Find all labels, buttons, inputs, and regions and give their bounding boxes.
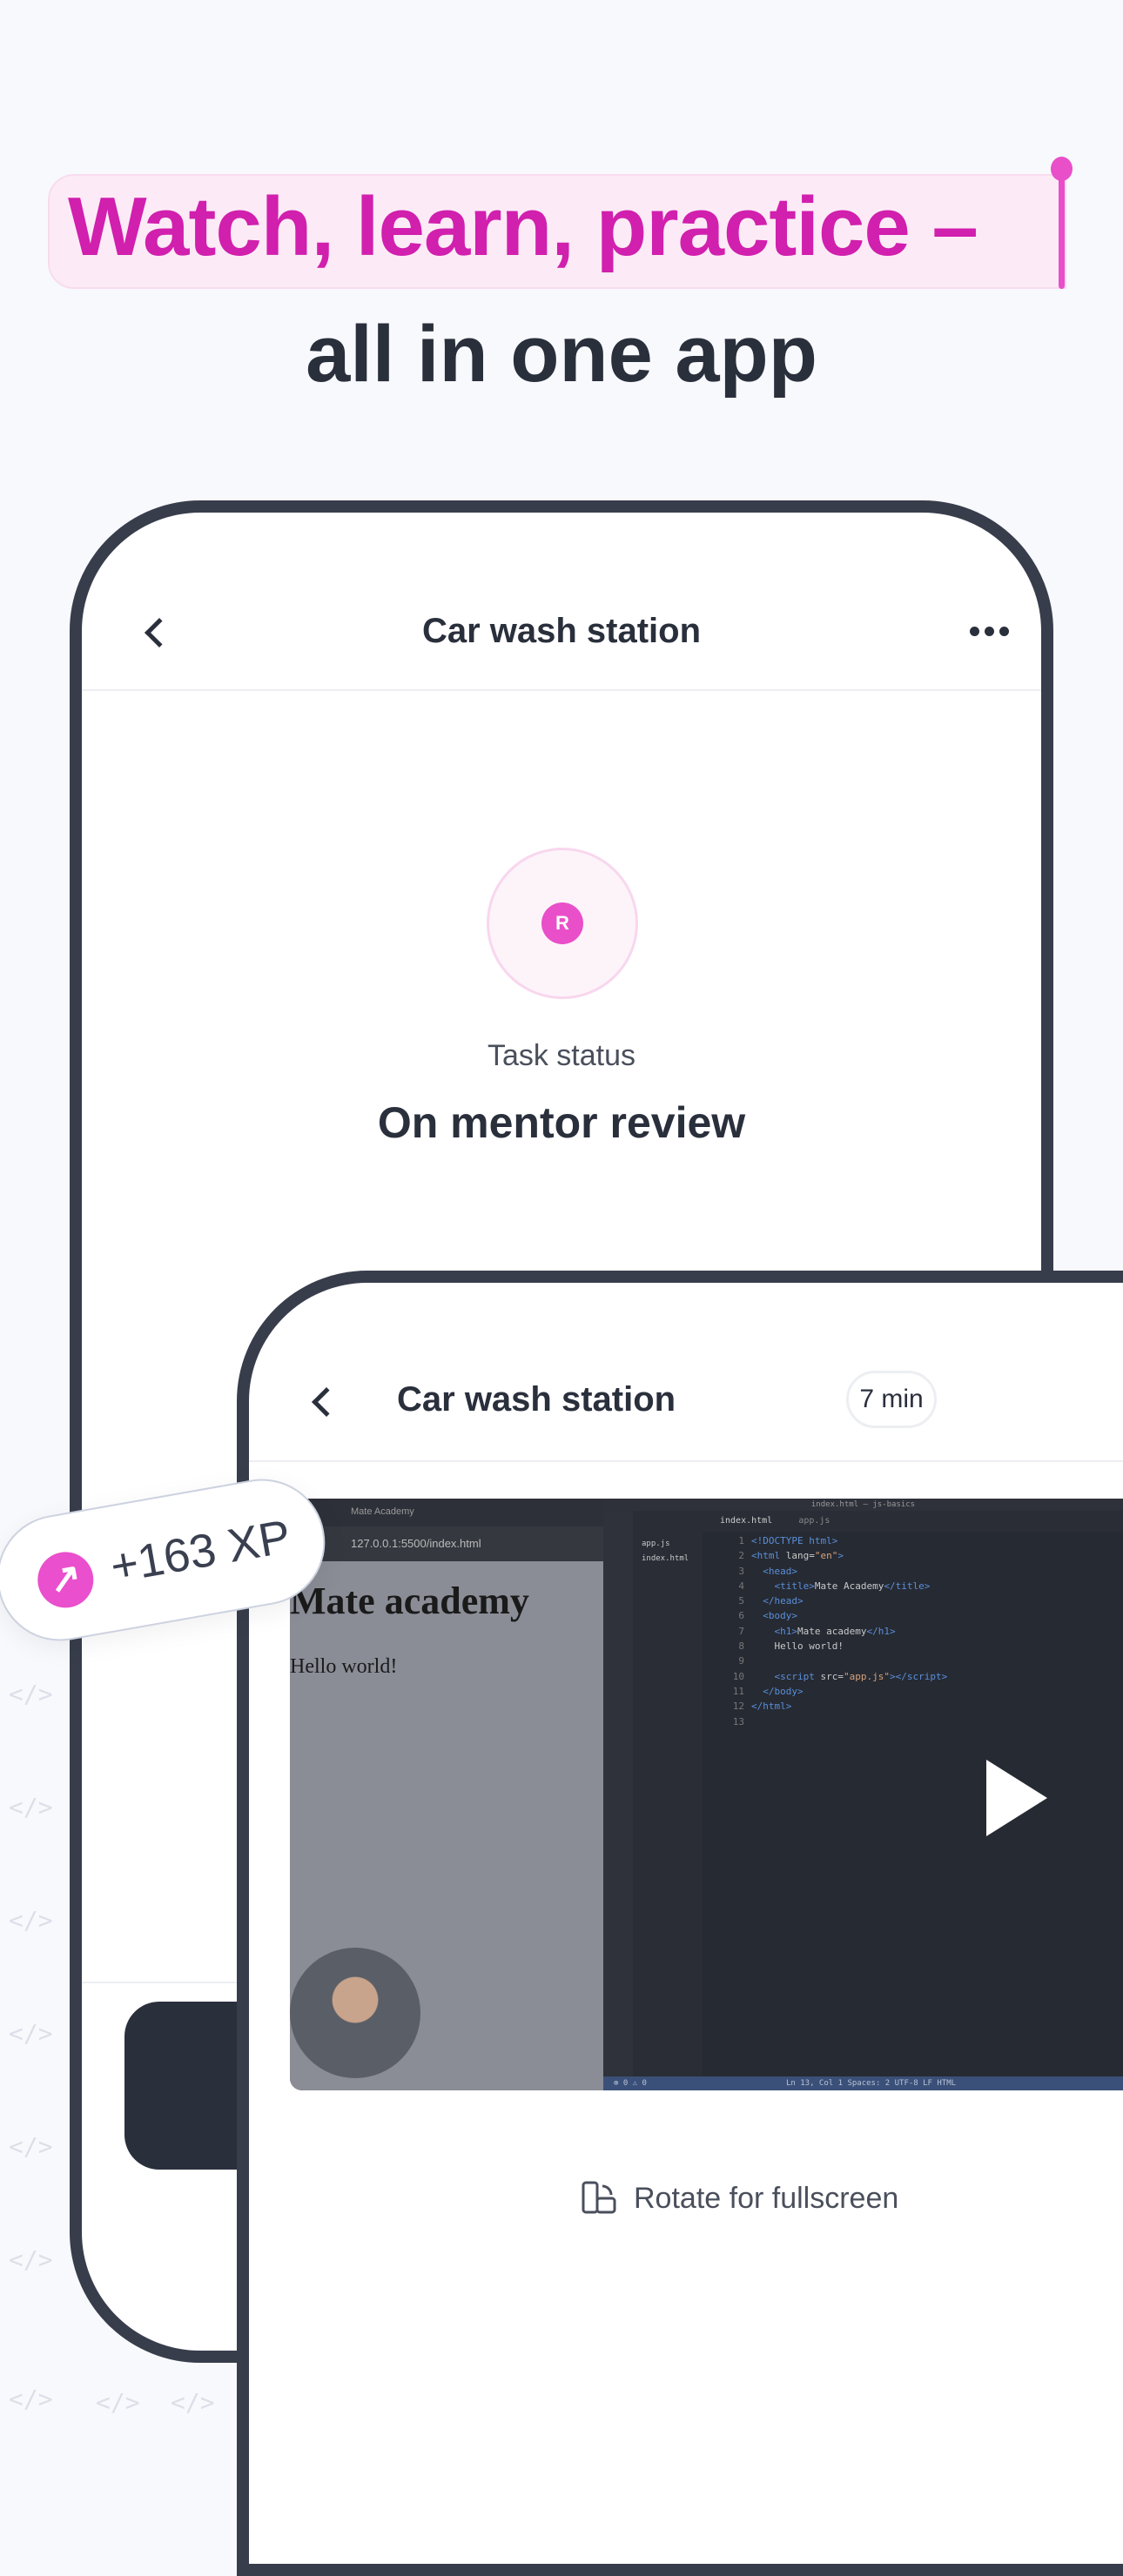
duration-badge: 7 min xyxy=(846,1371,937,1428)
file-item: app.js xyxy=(642,1540,670,1548)
headline: Watch, learn, practice – xyxy=(68,180,978,273)
arrow-up-right-icon: ↗ xyxy=(33,1547,98,1613)
code-pattern-background: </> xyxy=(9,1680,53,1708)
status-right: Ln 13, Col 1 Spaces: 2 UTF-8 LF HTML xyxy=(786,2079,957,2088)
task-status-value: On mentor review xyxy=(377,1098,746,1147)
rotate-label: Rotate for fullscreen xyxy=(634,2181,899,2215)
headline-subtitle: all in one app xyxy=(306,310,817,399)
code-content: 1<!DOCTYPE html> 2<html lang="en"> 3 <he… xyxy=(732,1535,948,1727)
video-code-editor: index.html — js-basics app.js index.html… xyxy=(603,1499,1123,2090)
code-pattern-background: </> xyxy=(9,2245,53,2274)
text-cursor-icon xyxy=(1051,157,1073,289)
page-heading: Mate academy xyxy=(290,1580,529,1622)
mentor-avatar: R xyxy=(487,848,638,999)
lesson-title: Car wash station xyxy=(397,1380,676,1419)
browser-url: 127.0.0.1:5500/index.html xyxy=(351,1537,481,1550)
activity-bar xyxy=(603,1511,633,2076)
file-explorer: app.js index.html xyxy=(633,1511,703,2076)
more-options-icon[interactable] xyxy=(970,627,1009,636)
code-pattern-background: </> xyxy=(9,2385,53,2413)
editor-tab: app.js xyxy=(798,1516,830,1526)
back-chevron-icon[interactable] xyxy=(312,1387,341,1417)
rotate-device-icon xyxy=(582,2181,616,2214)
code-pattern-background: </> xyxy=(9,2132,53,2161)
screen-title: Car wash station xyxy=(421,612,702,650)
header-divider xyxy=(249,1460,1123,1462)
status-left: ⊗ 0 ⚠ 0 xyxy=(614,2079,647,2088)
headline-highlight xyxy=(48,174,1066,289)
editor-tab: index.html xyxy=(720,1516,773,1526)
video-player[interactable]: Mate Academy 127.0.0.1:5500/index.html M… xyxy=(290,1499,1123,2090)
webcam-avatar xyxy=(290,1948,420,2078)
phone-video-lesson: Car wash station 7 min Mate Academy 127.… xyxy=(237,1271,1123,2576)
editor-title: index.html — js-basics xyxy=(603,1499,1123,1511)
task-status-label: Task status xyxy=(487,1039,636,1072)
rotate-fullscreen-button[interactable]: Rotate for fullscreen xyxy=(580,2179,898,2217)
video-browser: Mate Academy 127.0.0.1:5500/index.html M… xyxy=(290,1499,603,2090)
page-text: Hello world! xyxy=(290,1655,398,1678)
xp-label: +163 XP xyxy=(106,1510,295,1593)
browser-tab: Mate Academy xyxy=(351,1506,414,1517)
code-pattern-background: </> xyxy=(96,2388,140,2417)
play-icon[interactable] xyxy=(986,1760,1047,1836)
code-pattern-background: </> xyxy=(9,1906,53,1935)
avatar-initial: R xyxy=(541,902,583,944)
code-pattern-background: </> xyxy=(9,1793,53,1821)
code-pattern-background: </> xyxy=(171,2388,215,2417)
editor-status-bar: ⊗ 0 ⚠ 0 Ln 13, Col 1 Spaces: 2 UTF-8 LF H… xyxy=(603,2076,1123,2090)
code-pattern-background: </> xyxy=(9,2019,53,2048)
file-item: index.html xyxy=(642,1554,689,1563)
header-divider xyxy=(82,689,1041,691)
